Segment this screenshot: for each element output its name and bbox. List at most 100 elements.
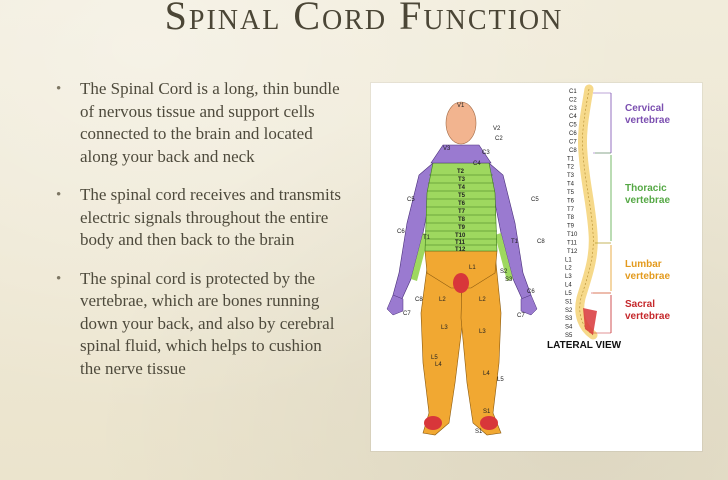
spine-label-t5: T5 [567,190,575,196]
label-v2: V2 [493,126,501,132]
label-s3: S3 [505,277,513,283]
sacrum [583,308,597,335]
spine-label-s3: S3 [565,316,573,322]
legend-lumbar: Lumbar [625,259,662,270]
label-c7-left: C7 [403,311,411,317]
label-t9: T9 [458,225,466,231]
label-t5: T5 [458,193,466,199]
label-v3: V3 [443,146,451,152]
label-t2: T2 [457,169,465,175]
left-foot-s1 [424,416,442,430]
right-forearm-t1 [495,233,513,281]
label-c5-right: C5 [531,197,539,203]
spine-label-t1: T1 [567,156,575,162]
label-c5-left: C5 [407,197,415,203]
label-t7: T7 [458,209,466,215]
spine-label-c5: C5 [569,123,577,129]
left-forearm-t1 [411,233,429,281]
spine-level-labels: C1C2C3C4C5C6C7C8T1T2T3T4T5T6T7T8T9T10T11… [565,89,578,339]
sacral-nerves [591,292,611,334]
spine-label-t6: T6 [567,198,575,204]
label-l4-right: L4 [483,371,490,377]
label-l2-left: L2 [439,297,446,303]
spine-label-l4: L4 [565,283,572,289]
label-c3: C3 [482,150,490,156]
legend-sacral: Sacral [625,299,655,310]
spine-label-c7: C7 [569,139,577,145]
spine-label-s5: S5 [565,333,573,339]
label-c8-left: C8 [415,297,423,303]
spine-label-t8: T8 [567,215,575,221]
spine-label-l3: L3 [565,274,572,280]
label-v1: V1 [457,103,465,109]
thoracic-nerves [595,152,611,244]
label-c2: C2 [495,136,503,142]
label-c6-left: C6 [397,229,405,235]
spine-label-c4: C4 [569,114,577,120]
body-figure [386,101,538,436]
bullet-icon: • [56,187,62,203]
trunk-labels: T2 T3 T4 T5 T6 T7 T8 T9 T10 T11 T12 [455,169,466,253]
spine-label-t7: T7 [567,207,575,213]
spine-label-s1: S1 [565,299,573,305]
label-t8: T8 [458,217,466,223]
spine-label-c8: C8 [569,148,577,154]
label-l3-left: L3 [441,325,448,331]
dermatome-figure-svg: V1 V2 V3 C2 C3 C4 C5 C5 C6 C6 C7 C7 C8 C… [386,84,670,436]
spine-label-c2: C2 [569,97,577,103]
right-foot-s1 [480,416,498,430]
legend-cervical: Cervical [625,103,664,114]
bullet-icon: • [56,81,62,97]
legend-cervical-vertebrae: vertebrae [625,115,670,126]
label-c4: C4 [473,161,481,167]
spine-label-t4: T4 [567,182,575,188]
slide-title: Spinal Cord Function [164,0,564,38]
spine-label-t9: T9 [567,224,575,230]
spine-label-t3: T3 [567,173,575,179]
label-l4-left: L4 [435,362,442,368]
spine-label-t11: T11 [567,240,578,246]
spine-label-t10: T10 [567,232,578,238]
label-t6: T6 [458,201,466,207]
sacral-patch [453,273,469,293]
label-s2: S2 [500,269,508,275]
label-l5-left: L5 [431,355,438,361]
torso-stripes [425,174,497,246]
label-s1-right: S1 [475,429,483,435]
label-c6-right: C6 [527,289,535,295]
legend-thoracic: Thoracic [625,183,667,194]
shoulders [430,144,492,164]
label-t1-right: T1 [511,239,519,245]
body-labels: V1 V2 V3 C2 C3 C4 C5 C5 C6 C6 C7 C7 C8 C… [397,103,545,435]
legend-thoracic-vertebrae: vertebrae [625,195,670,206]
spine-lateral [575,84,612,340]
spine-label-l2: L2 [565,266,572,272]
spine-label-t12: T12 [567,249,578,255]
label-c8-right: C8 [537,239,545,245]
legend-sacral-vertebrae: vertebrae [625,311,670,322]
legend-lumbar-vertebrae: vertebrae [625,271,670,282]
label-t3: T3 [458,177,466,183]
spine-label-s4: S4 [565,325,573,331]
spine-label-t2: T2 [567,165,575,171]
right-hand [520,294,538,316]
spinal-column-outline [579,88,594,336]
label-s1-left: S1 [483,409,491,415]
label-c7-right: C7 [517,313,525,319]
spine-label-c1: C1 [569,89,577,95]
spine-label-c3: C3 [569,106,577,112]
bullet-item: • The spinal cord is protected by the ve… [56,268,346,381]
spine-label-l5: L5 [565,291,572,297]
bullet-text: The Spinal Cord is a long, thin bundle o… [80,79,340,166]
head [445,101,477,145]
label-t4: T4 [458,185,466,191]
bullet-item: • The spinal cord receives and transmits… [56,184,346,252]
bullet-item: • The Spinal Cord is a long, thin bundle… [56,78,346,168]
bullet-text: The spinal cord receives and transmits e… [80,185,342,249]
spine-label-c6: C6 [569,131,577,137]
bullet-text: The spinal cord is protected by the vert… [80,268,335,378]
bullet-icon: • [56,270,62,287]
label-t12: T12 [455,247,466,253]
label-l3-right: L3 [479,329,486,335]
cervical-nerves [593,92,611,154]
